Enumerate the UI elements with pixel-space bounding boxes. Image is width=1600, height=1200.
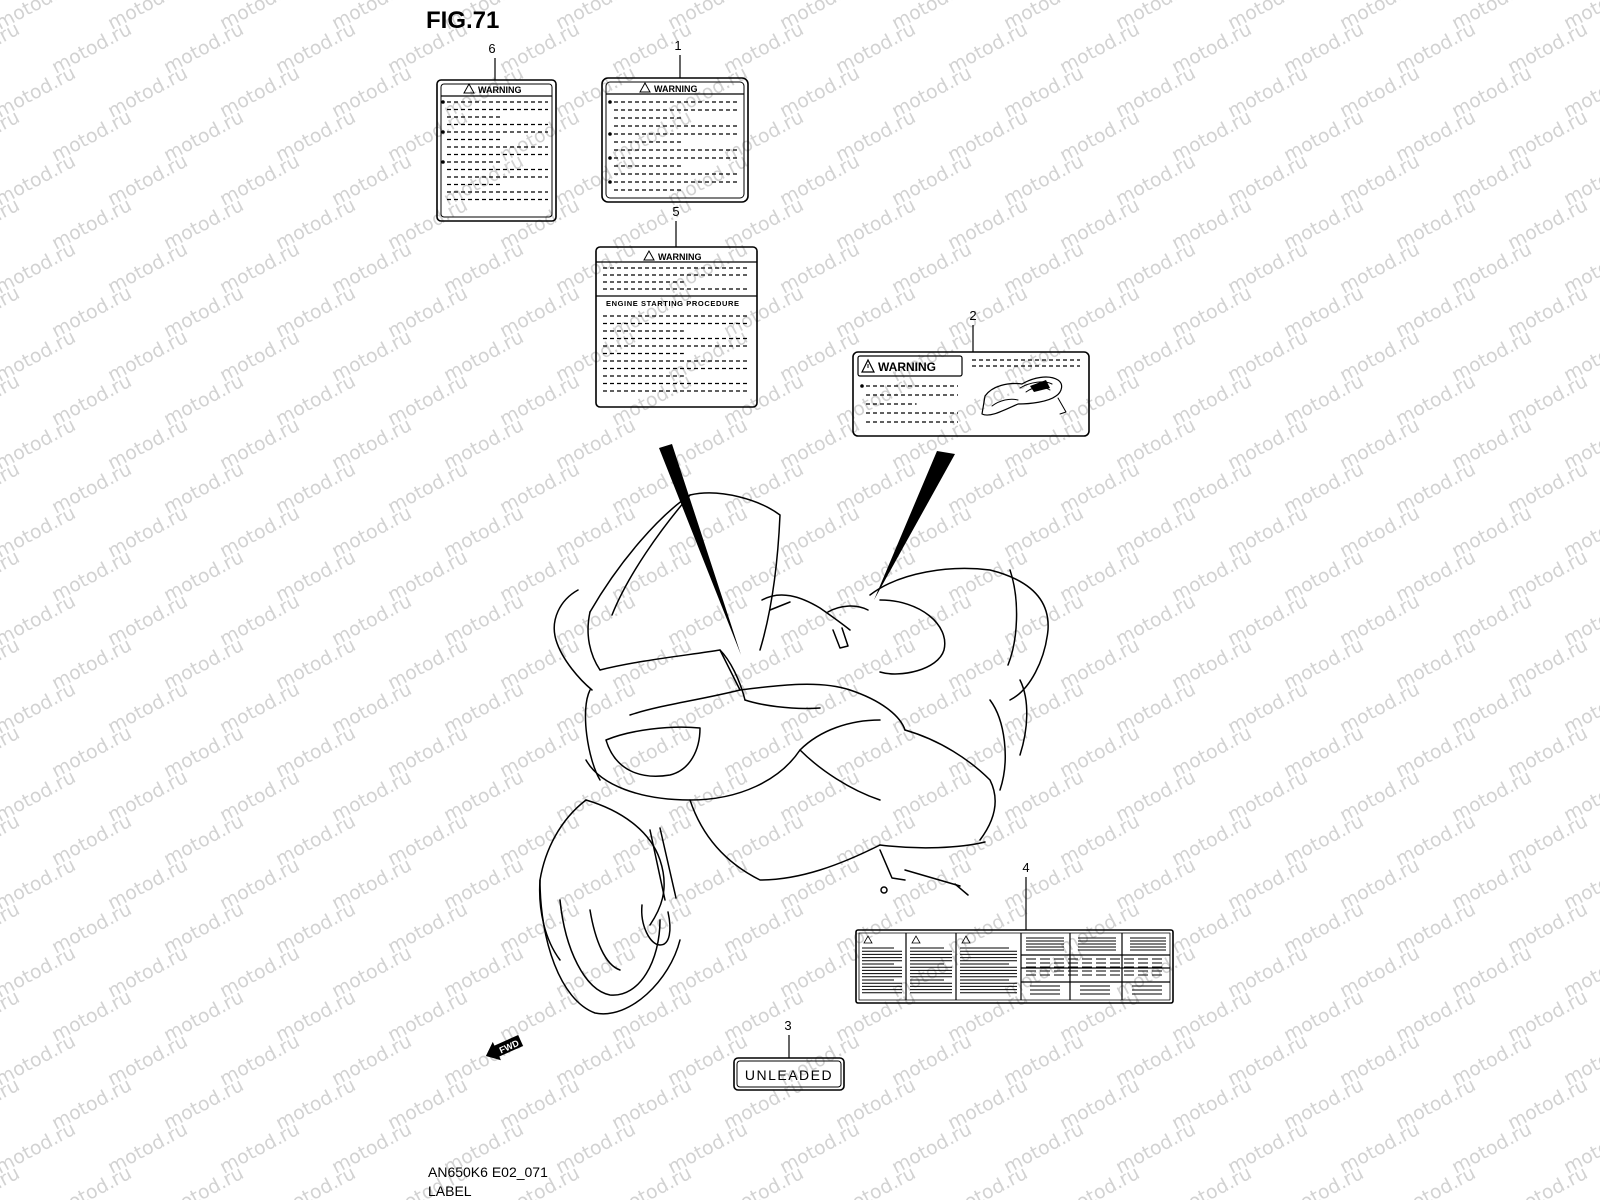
watermark-text: motod.ru xyxy=(944,1162,1031,1200)
warning-triangle-icon xyxy=(961,935,971,944)
watermark-text: motod.ru xyxy=(608,1162,695,1200)
pointer-wedge-right xyxy=(874,451,955,600)
watermark-text: motod.ru xyxy=(0,282,23,342)
label-2-text-lines xyxy=(860,359,1080,423)
label-6-heading: WARNING xyxy=(478,85,522,95)
watermark-text: motod.ru xyxy=(1056,1162,1143,1200)
figure-code: AN650K6 E02_071 xyxy=(428,1164,548,1180)
watermark-text: motod.ru xyxy=(0,722,23,782)
watermark-text: motod.ru xyxy=(0,106,23,166)
label-3-outline xyxy=(733,1057,845,1091)
watermark-text: motod.ru xyxy=(272,1162,359,1200)
warning-triangle-icon xyxy=(911,935,921,944)
warning-triangle-icon xyxy=(861,358,875,373)
label-1-outline xyxy=(601,77,749,203)
watermark-text: motod.ru xyxy=(1280,1162,1367,1200)
watermark-text: motod.ru xyxy=(1168,1162,1255,1200)
watermark-text: motod.ru xyxy=(832,1162,919,1200)
callout-number-5: 5 xyxy=(672,204,679,219)
watermark-text: motod.ru xyxy=(0,986,23,1046)
pointer-wedge-left xyxy=(659,444,741,655)
label-6-text-lines xyxy=(441,100,548,201)
callout-number-4: 4 xyxy=(1022,860,1029,875)
watermark-text: motod.ru xyxy=(0,546,23,606)
warning-triangle-icon xyxy=(863,935,873,944)
watermark-text: motod.ru xyxy=(0,458,23,518)
watermark-text: motod.ru xyxy=(48,1162,135,1200)
callout-number-1: 1 xyxy=(674,38,681,53)
watermark-text: motod.ru xyxy=(0,1074,23,1134)
callout-number-3: 3 xyxy=(784,1018,791,1033)
label-4-text-lines xyxy=(862,933,1170,1000)
label-5[interactable]: 5 WARNING ENGINE STARTING PROCEDURE xyxy=(595,204,758,408)
figure-caption: LABEL xyxy=(428,1183,472,1199)
label-6-outline xyxy=(436,79,557,222)
watermark-text: motod.ru xyxy=(1392,1162,1479,1200)
label-5-text-lines xyxy=(603,267,750,392)
scooter-illustration xyxy=(538,492,1049,1015)
watermark-text: motod.ru xyxy=(0,194,23,254)
label-2[interactable]: 2 WARNING xyxy=(852,308,1090,437)
label-1-text-lines xyxy=(608,100,738,191)
label-6[interactable]: 6 WARNING xyxy=(436,41,557,222)
watermark-text: motod.ru xyxy=(0,370,23,430)
watermark-text: motod.ru xyxy=(1504,1162,1591,1200)
watermark-text: motod.ru xyxy=(0,634,23,694)
figure-title: FIG.71 xyxy=(426,7,499,34)
watermark-text: motod.ru xyxy=(0,898,23,958)
label-2-outline xyxy=(852,351,1090,437)
label-3-text: UNLEADED xyxy=(745,1067,833,1083)
label-1[interactable]: 1 WARNING xyxy=(601,38,749,203)
scooter-pictogram-icon xyxy=(981,376,1067,416)
watermark-text: motod.ru xyxy=(0,810,23,870)
label-3[interactable]: 3 UNLEADED xyxy=(733,1018,845,1091)
warning-triangle-icon xyxy=(643,249,655,261)
label-5-outline xyxy=(595,246,758,408)
warning-triangle-icon xyxy=(463,82,475,94)
callout-number-6: 6 xyxy=(488,41,495,56)
label-1-heading: WARNING xyxy=(654,84,698,94)
label-4-outline xyxy=(855,929,1174,1004)
warning-triangle-icon xyxy=(639,81,651,93)
watermark-text: motod.ru xyxy=(160,1162,247,1200)
callout-number-2: 2 xyxy=(969,308,976,323)
watermark-text: motod.ru xyxy=(720,1162,807,1200)
label-2-heading: WARNING xyxy=(878,360,936,374)
label-5-subheading: ENGINE STARTING PROCEDURE xyxy=(606,299,740,308)
watermark-text: motod.ru xyxy=(0,18,23,78)
label-4[interactable]: 4 xyxy=(855,860,1174,1004)
label-5-heading: WARNING xyxy=(658,252,702,262)
